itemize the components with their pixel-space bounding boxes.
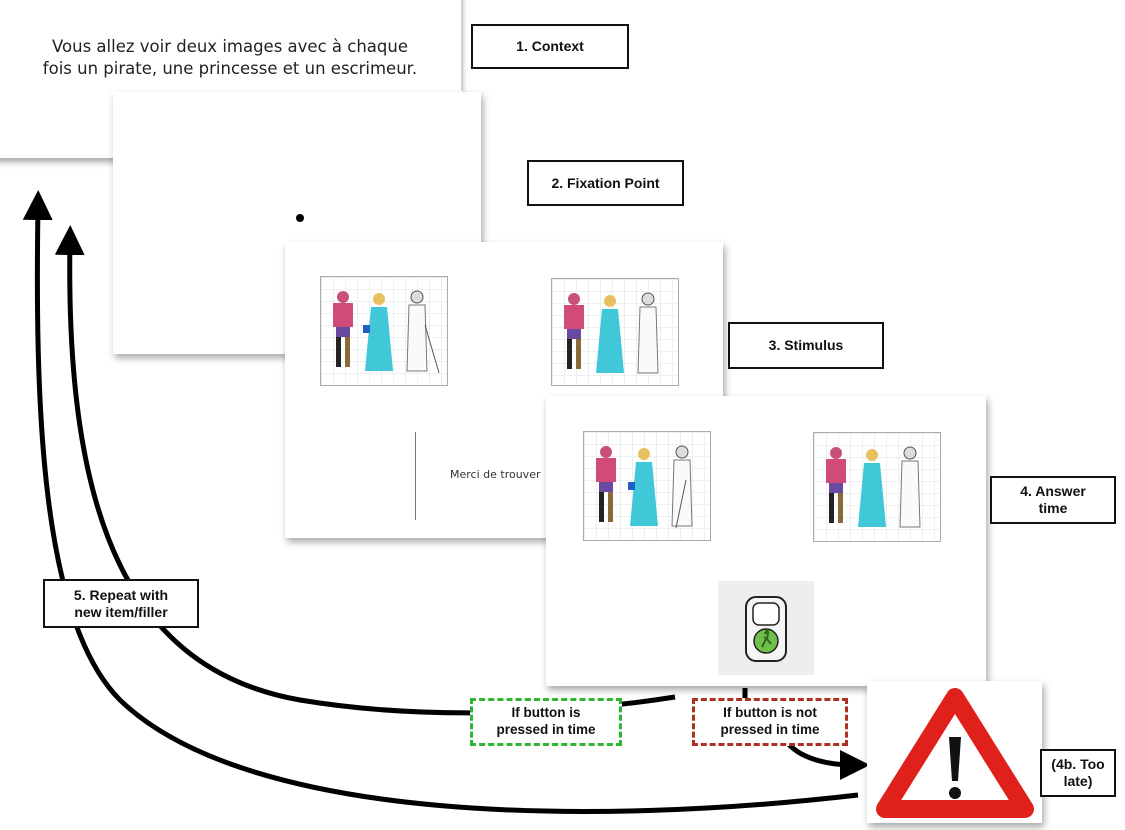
context-instruction-line1: Vous allez voir deux images avec à chaqu… <box>52 37 408 56</box>
context-slide-edge <box>461 0 463 90</box>
characters-illustration <box>596 445 693 529</box>
condition-pressed-in-time: If button is pressed in time <box>470 698 622 746</box>
stimulus-image-right <box>551 278 679 386</box>
answer-image-right <box>813 432 941 542</box>
step-repeat-line2: new item/filler <box>74 603 168 620</box>
traffic-light-panel <box>718 581 814 675</box>
step-stimulus-text: 3. Stimulus <box>768 337 844 354</box>
characters-illustration <box>826 446 921 528</box>
condition-pressed-line1: If button is <box>511 705 581 721</box>
repeat-arrow-outer <box>22 190 859 814</box>
step-stimulus-label: 3. Stimulus <box>728 322 884 369</box>
characters-illustration <box>333 290 440 374</box>
step-context-text: 1. Context <box>516 38 584 55</box>
context-instruction: Vous allez voir deux images avec à chaqu… <box>5 36 455 80</box>
step-too-late-line1: (4b. Too <box>1051 756 1105 773</box>
answer-image-left <box>583 431 711 541</box>
stimulus-prompt: Merci de trouver <box>450 468 541 481</box>
stimulus-divider <box>415 432 416 520</box>
step-context-label: 1. Context <box>471 24 629 69</box>
condition-not-pressed-line1: If button is not <box>723 705 817 721</box>
context-instruction-line2: fois un pirate, une princesse et un escr… <box>42 58 418 78</box>
fixation-dot <box>296 214 304 222</box>
warning-triangle-icon <box>876 688 1034 818</box>
condition-pressed-line2: pressed in time <box>496 722 596 737</box>
stimulus-image-left <box>320 276 448 386</box>
step-answer-label: 4. Answer time <box>990 476 1116 524</box>
step-answer-line1: 4. Answer <box>1020 483 1086 500</box>
characters-illustration <box>564 292 659 374</box>
answer-slide <box>546 396 986 686</box>
step-too-late-label: (4b. Too late) <box>1040 749 1116 797</box>
step-fixation-text: 2. Fixation Point <box>551 174 660 191</box>
step-answer-line2: time <box>1038 500 1068 516</box>
step-fixation-label: 2. Fixation Point <box>527 160 684 206</box>
step-repeat-label: 5. Repeat with new item/filler <box>43 579 199 628</box>
step-too-late-line2: late) <box>1063 773 1093 789</box>
warning-slide <box>867 681 1042 823</box>
green-pedestrian-traffic-light-icon <box>745 596 787 662</box>
condition-not-pressed-line2: pressed in time <box>720 722 820 737</box>
condition-not-pressed-in-time: If button is not pressed in time <box>692 698 848 746</box>
step-repeat-line1: 5. Repeat with <box>73 586 169 603</box>
